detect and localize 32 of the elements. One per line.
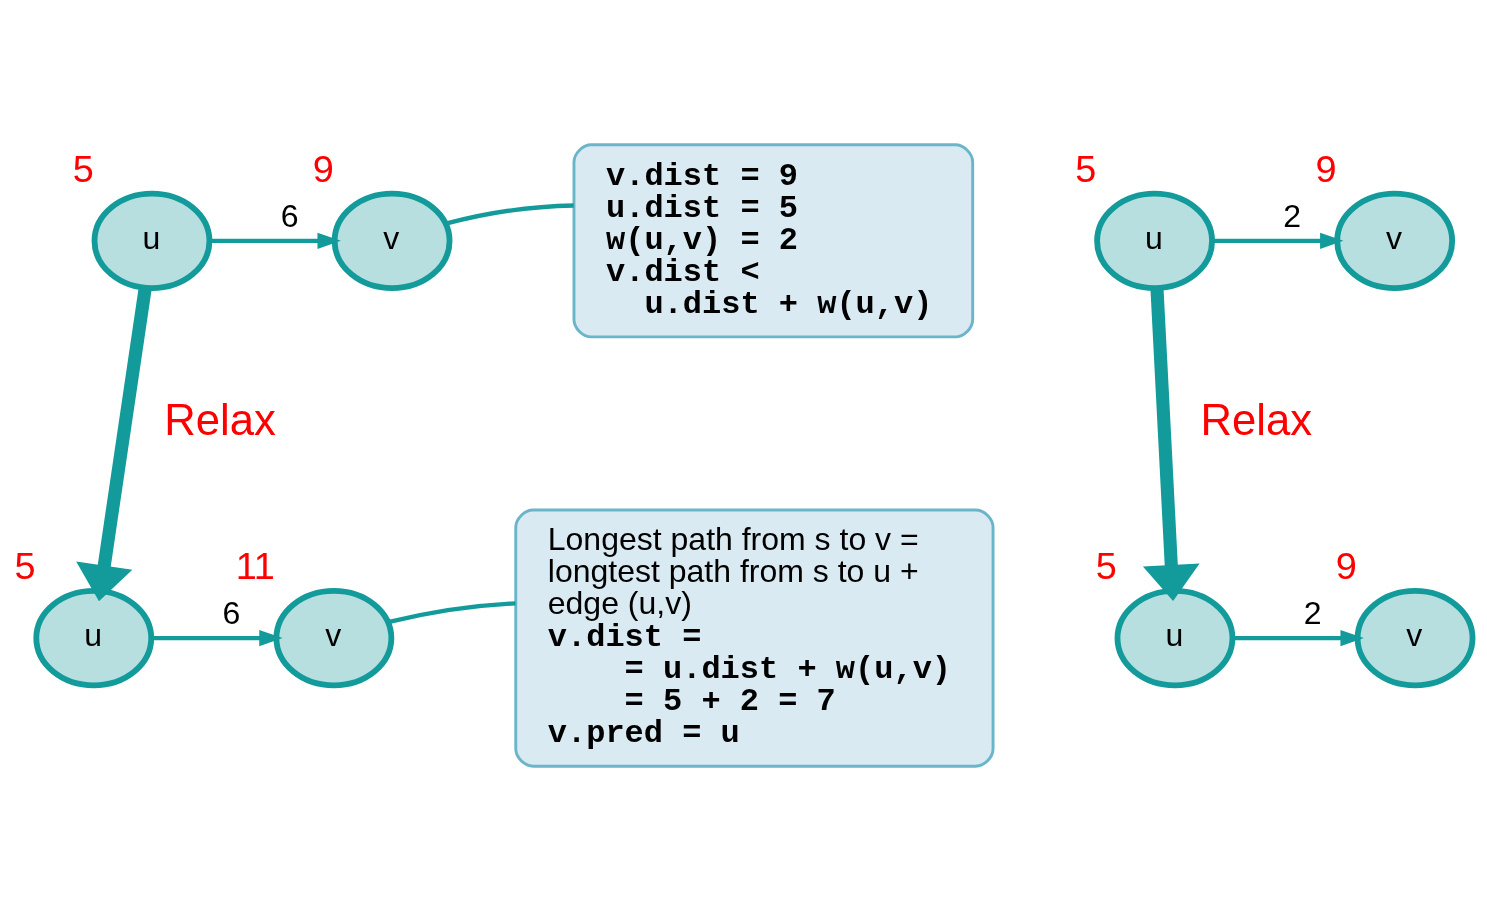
arrow: [1232, 629, 1364, 646]
node-label: 11: [235, 544, 275, 587]
connector: [445, 202, 574, 226]
node-box: v.dist = 9 u.dist = 5 w(u,v) = 2 v.dist < u.dist + w(u,v): [572, 142, 975, 338]
edge-label: 2: [1283, 197, 1302, 234]
arrow: [151, 629, 283, 646]
node-label: 5: [1075, 147, 1097, 190]
node-ellipse: u: [33, 587, 155, 688]
arrow: [209, 232, 341, 249]
node-ellipse: v: [331, 190, 453, 291]
node-label: 5: [72, 147, 94, 190]
edge-label: Relax: [164, 394, 276, 444]
connector: [387, 600, 516, 624]
node-ellipse: u: [1094, 190, 1215, 291]
node-ellipse: v: [1354, 587, 1476, 688]
node-box: Longest path from s to v = longtest path from s to u + edge (u,v) v.dist = = u.dist + w(u,v) = 5 + 2 = 7 v.pred = u: [514, 508, 995, 768]
arrow: [76, 286, 152, 601]
node-label: 5: [1095, 544, 1117, 587]
node-label: 9: [1315, 147, 1337, 190]
arrow: [1212, 232, 1344, 249]
edge-label: 6: [222, 594, 241, 631]
node-ellipse: u: [91, 190, 213, 291]
node-label: 9: [1335, 544, 1357, 587]
edge-label: 2: [1303, 594, 1322, 631]
edge-label: Relax: [1200, 394, 1312, 444]
node-label: 9: [312, 147, 334, 190]
arrow: [1142, 287, 1200, 601]
node-ellipse: v: [1334, 190, 1456, 291]
node-ellipse: v: [273, 587, 395, 688]
node-label: 5: [14, 544, 36, 587]
node-ellipse: u: [1114, 587, 1236, 688]
edge-label: 6: [280, 197, 299, 234]
